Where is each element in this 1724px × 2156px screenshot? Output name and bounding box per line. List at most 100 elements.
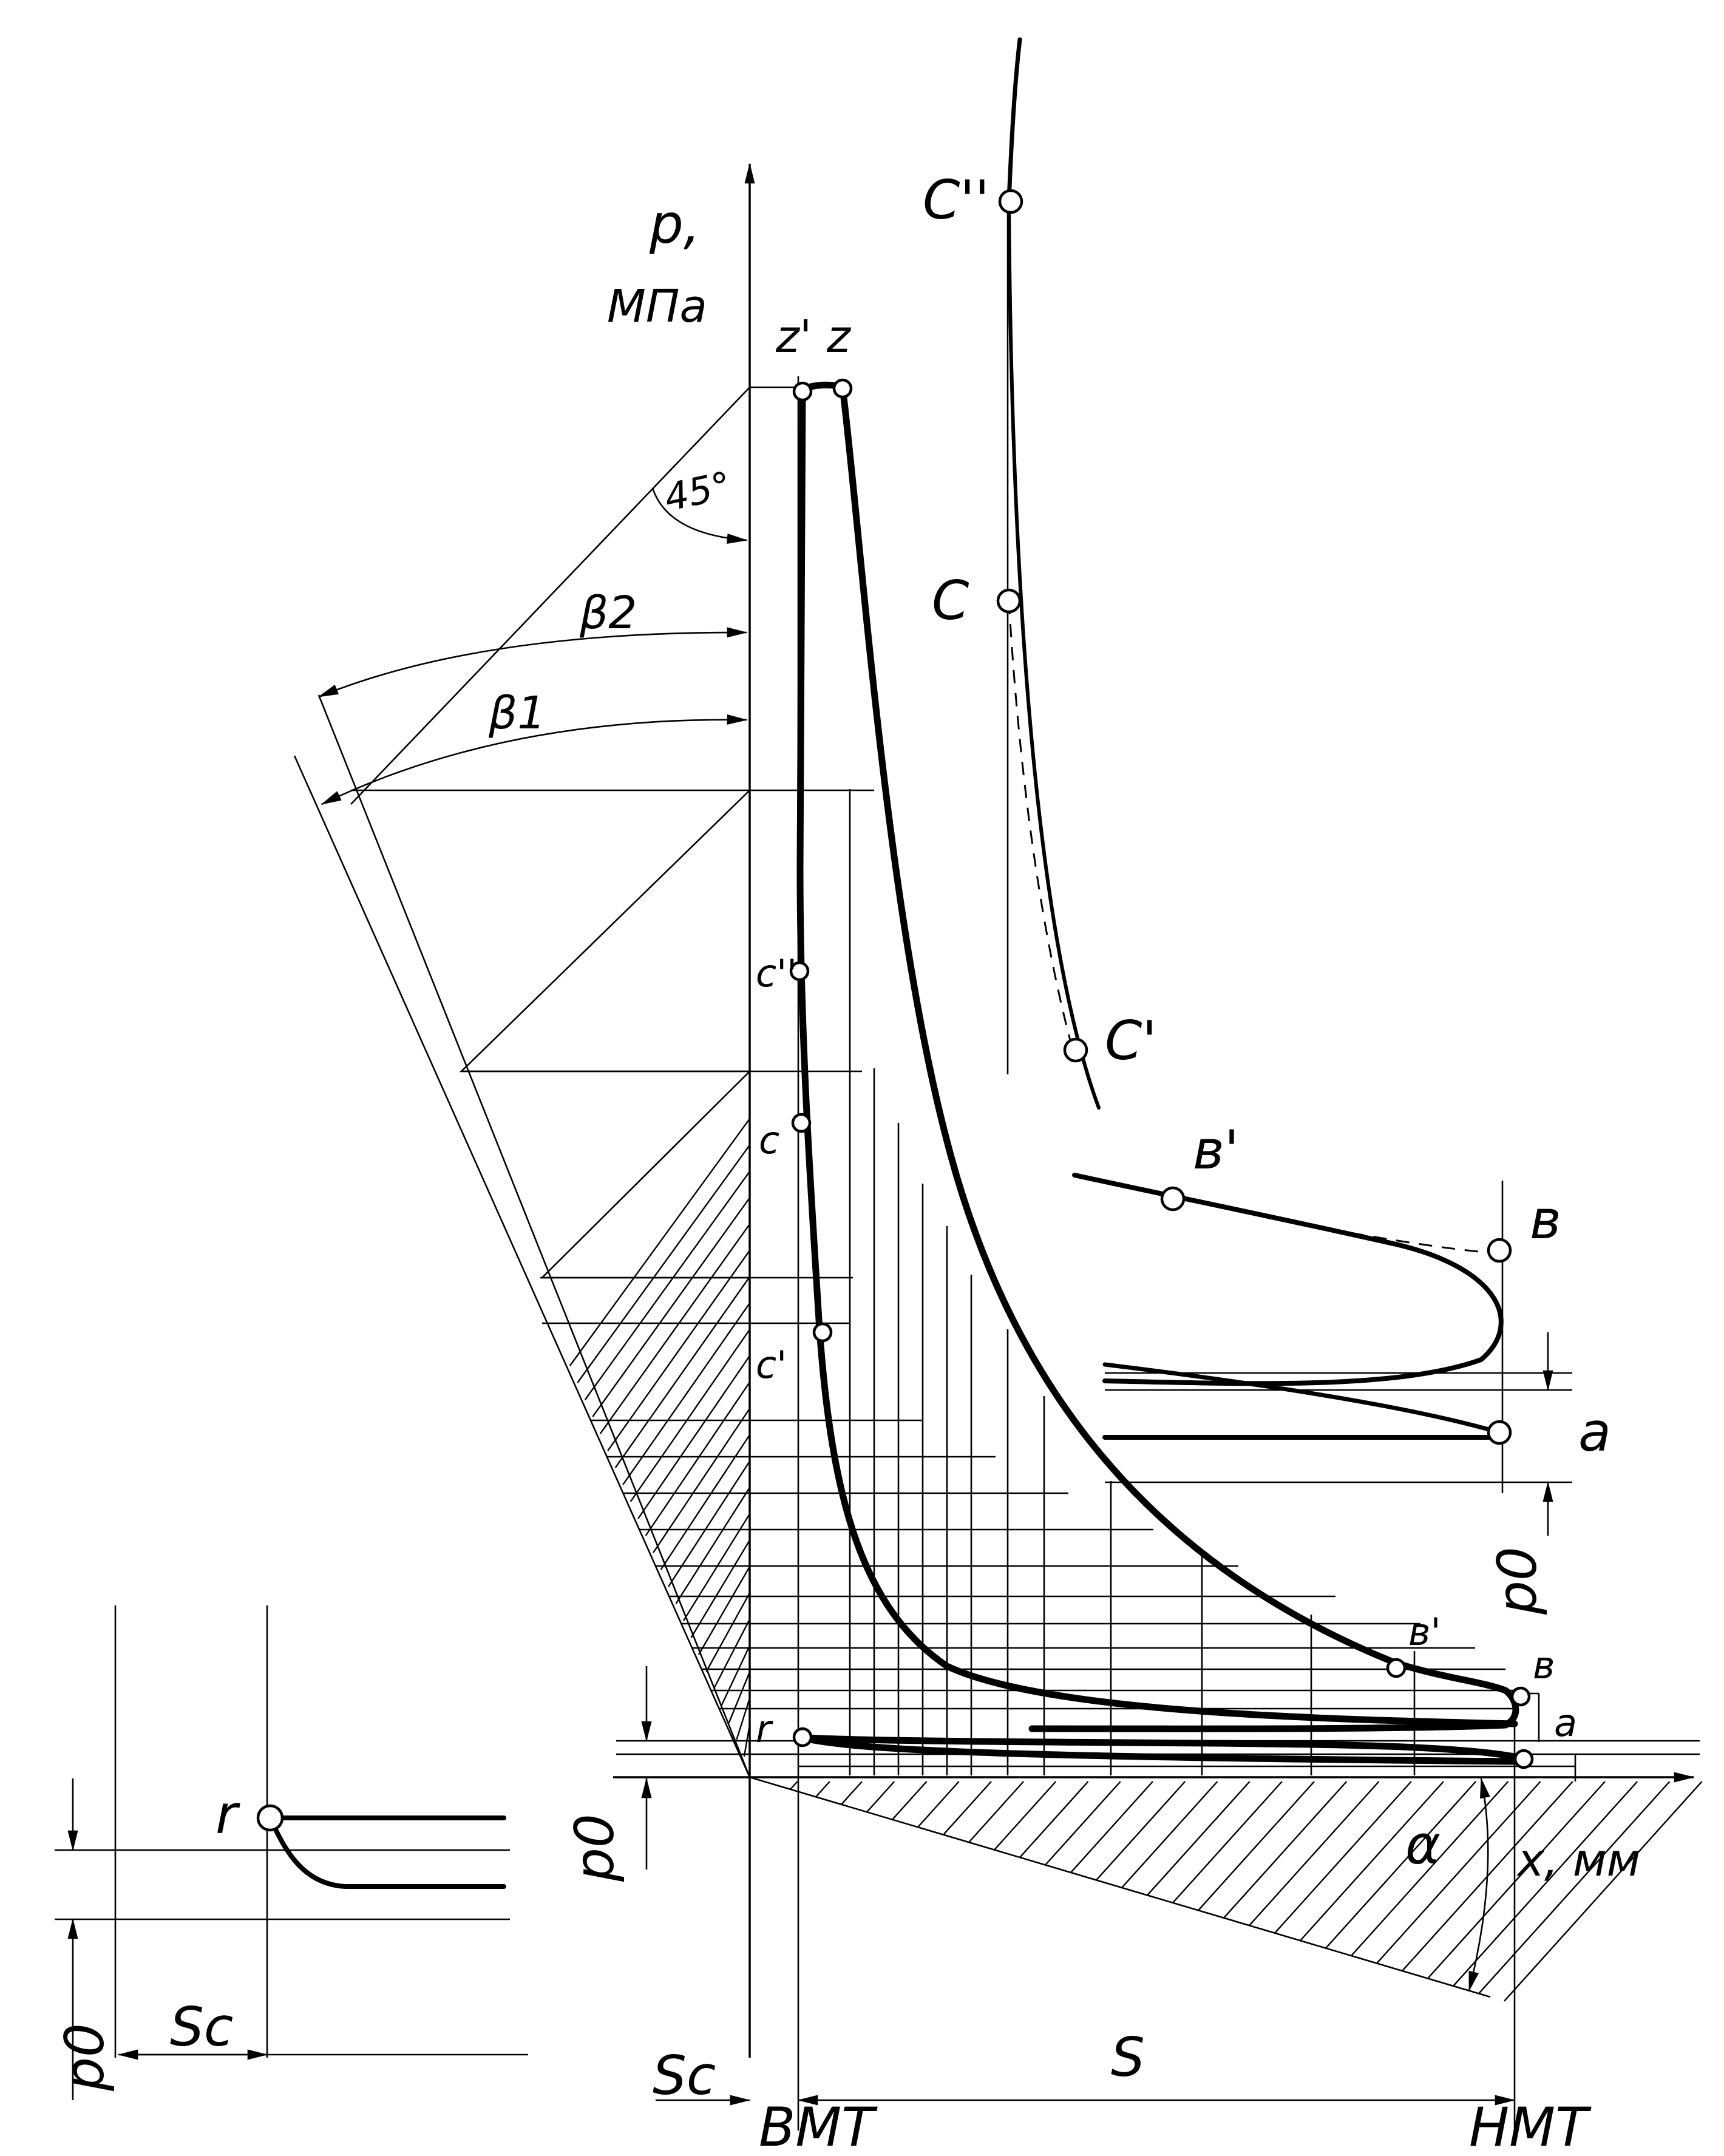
- angle-45-arc: [651, 487, 748, 544]
- construction-line: [1504, 1781, 1703, 2002]
- construction-line: [1300, 1781, 1444, 1941]
- beta2-ray: [317, 694, 751, 1778]
- construction-line: [584, 1171, 750, 1400]
- label-c: c: [759, 1118, 779, 1162]
- point-a: [1513, 1749, 1534, 1769]
- point-c-prime: [812, 1322, 833, 1343]
- beta1-label: β1: [488, 687, 546, 739]
- construction-line: [1249, 1781, 1380, 1927]
- inset-label-sc: Sc: [170, 1996, 233, 2058]
- construction-line: [1019, 1781, 1089, 1858]
- labels: p, МПа x, мм 45° β2 β1 α Sc S p0 ВМТ НМТ…: [53, 169, 1641, 2156]
- mid-point-b: [1487, 1238, 1512, 1263]
- label-r: r: [756, 1707, 773, 1751]
- beta2-arc: [317, 627, 748, 698]
- construction-line: [1223, 1781, 1348, 1919]
- upper-label-c-dprime: C'': [923, 169, 989, 231]
- expansion-curve: [839, 384, 1519, 1729]
- construction-line: [705, 1592, 751, 1672]
- construction-line: [630, 1329, 750, 1502]
- mid-label-b-prime: в': [1193, 1119, 1239, 1181]
- construction-line: [721, 1645, 751, 1706]
- angle-arcs: [317, 487, 1490, 1992]
- construction-line: [968, 1781, 1024, 1843]
- construction-line: [577, 1144, 750, 1383]
- construction-line: [1096, 1781, 1186, 1881]
- point-markers: [256, 189, 1534, 1832]
- construction-line: [1427, 1781, 1606, 1979]
- alpha-label: α: [1405, 1814, 1441, 1876]
- construction-line: [1325, 1781, 1477, 1949]
- inset-label-r: r: [216, 1783, 240, 1846]
- p0-label: p0: [563, 1814, 626, 1882]
- upper-point-c-dprime: [998, 189, 1023, 214]
- construction-line: [1121, 1781, 1218, 1888]
- construction-line: [728, 1672, 751, 1723]
- label-z: z: [826, 311, 852, 363]
- label-z-prime: z': [775, 311, 812, 363]
- construction-line: [1198, 1781, 1315, 1911]
- point-r: [792, 1727, 813, 1748]
- point-b-prime: [1386, 1658, 1407, 1678]
- construction-line: [1274, 1781, 1412, 1934]
- construction-line: [599, 1224, 750, 1434]
- construction-line: [1045, 1781, 1121, 1866]
- bmt-label: ВМТ: [759, 2096, 878, 2156]
- angle-45-label: 45°: [660, 463, 735, 520]
- construction-line: [892, 1781, 928, 1820]
- point-c-dprime: [789, 961, 810, 981]
- label-b: в: [1533, 1643, 1555, 1687]
- beta1-arc: [321, 714, 748, 805]
- construction-line: [917, 1781, 960, 1828]
- construction-line: [637, 1355, 750, 1519]
- construction-line: [943, 1781, 992, 1836]
- intake-exhaust-loop: [1072, 1173, 1572, 1493]
- exhaust-curve: [796, 1734, 1521, 1761]
- construction-line: [622, 1303, 750, 1485]
- mid-label-a: a: [1578, 1401, 1611, 1463]
- construction-line: [713, 1619, 751, 1689]
- inset-point-r: [256, 1804, 284, 1832]
- construction-line: [614, 1276, 750, 1468]
- compression-curve: [796, 386, 1518, 1727]
- point-b: [1510, 1686, 1531, 1707]
- construction-line: [1172, 1781, 1283, 1903]
- sc-label: Sc: [653, 2044, 716, 2107]
- point-z: [832, 378, 853, 399]
- y-axis-unit: МПа: [607, 280, 707, 333]
- label-c-dprime: c'': [756, 951, 797, 995]
- construction-line: [736, 1698, 751, 1740]
- mid-point-a: [1487, 1420, 1512, 1445]
- construction-line: [645, 1381, 750, 1536]
- inset-label-p0: p0: [53, 2023, 116, 2092]
- nmt-label: НМТ: [1469, 2096, 1592, 2156]
- mid-point-b-prime: [1160, 1186, 1186, 1212]
- s-label: S: [1111, 2026, 1145, 2089]
- construction-line: [994, 1781, 1057, 1851]
- x-axis-label: x, мм: [1516, 1834, 1641, 1886]
- mid-label-b: в: [1530, 1188, 1561, 1251]
- point-z-prime: [792, 381, 813, 402]
- construction-line: [660, 1434, 751, 1570]
- construction-line: [866, 1781, 895, 1813]
- mid-label-p0: p0: [1486, 1547, 1549, 1615]
- construction-line: [683, 1513, 751, 1621]
- construction-line: [668, 1460, 751, 1587]
- upper-compression-curve: [1006, 37, 1101, 1110]
- construction-line: [607, 1250, 750, 1451]
- alpha-arc: [1468, 1777, 1490, 1992]
- construction-line: [690, 1539, 751, 1638]
- upper-label-c: C: [932, 569, 969, 632]
- label-a: a: [1554, 1701, 1577, 1745]
- construction-line: [790, 1781, 798, 1790]
- construction-line: [697, 1566, 751, 1655]
- upper-label-c-prime: C': [1105, 1009, 1157, 1072]
- y-axis-label: p,: [649, 193, 701, 256]
- beta1-ray: [293, 755, 751, 1778]
- label-c-prime: c': [756, 1343, 787, 1387]
- beta2-label: β2: [579, 587, 637, 639]
- construction-line: [841, 1781, 863, 1805]
- main-curves: [796, 381, 1521, 1765]
